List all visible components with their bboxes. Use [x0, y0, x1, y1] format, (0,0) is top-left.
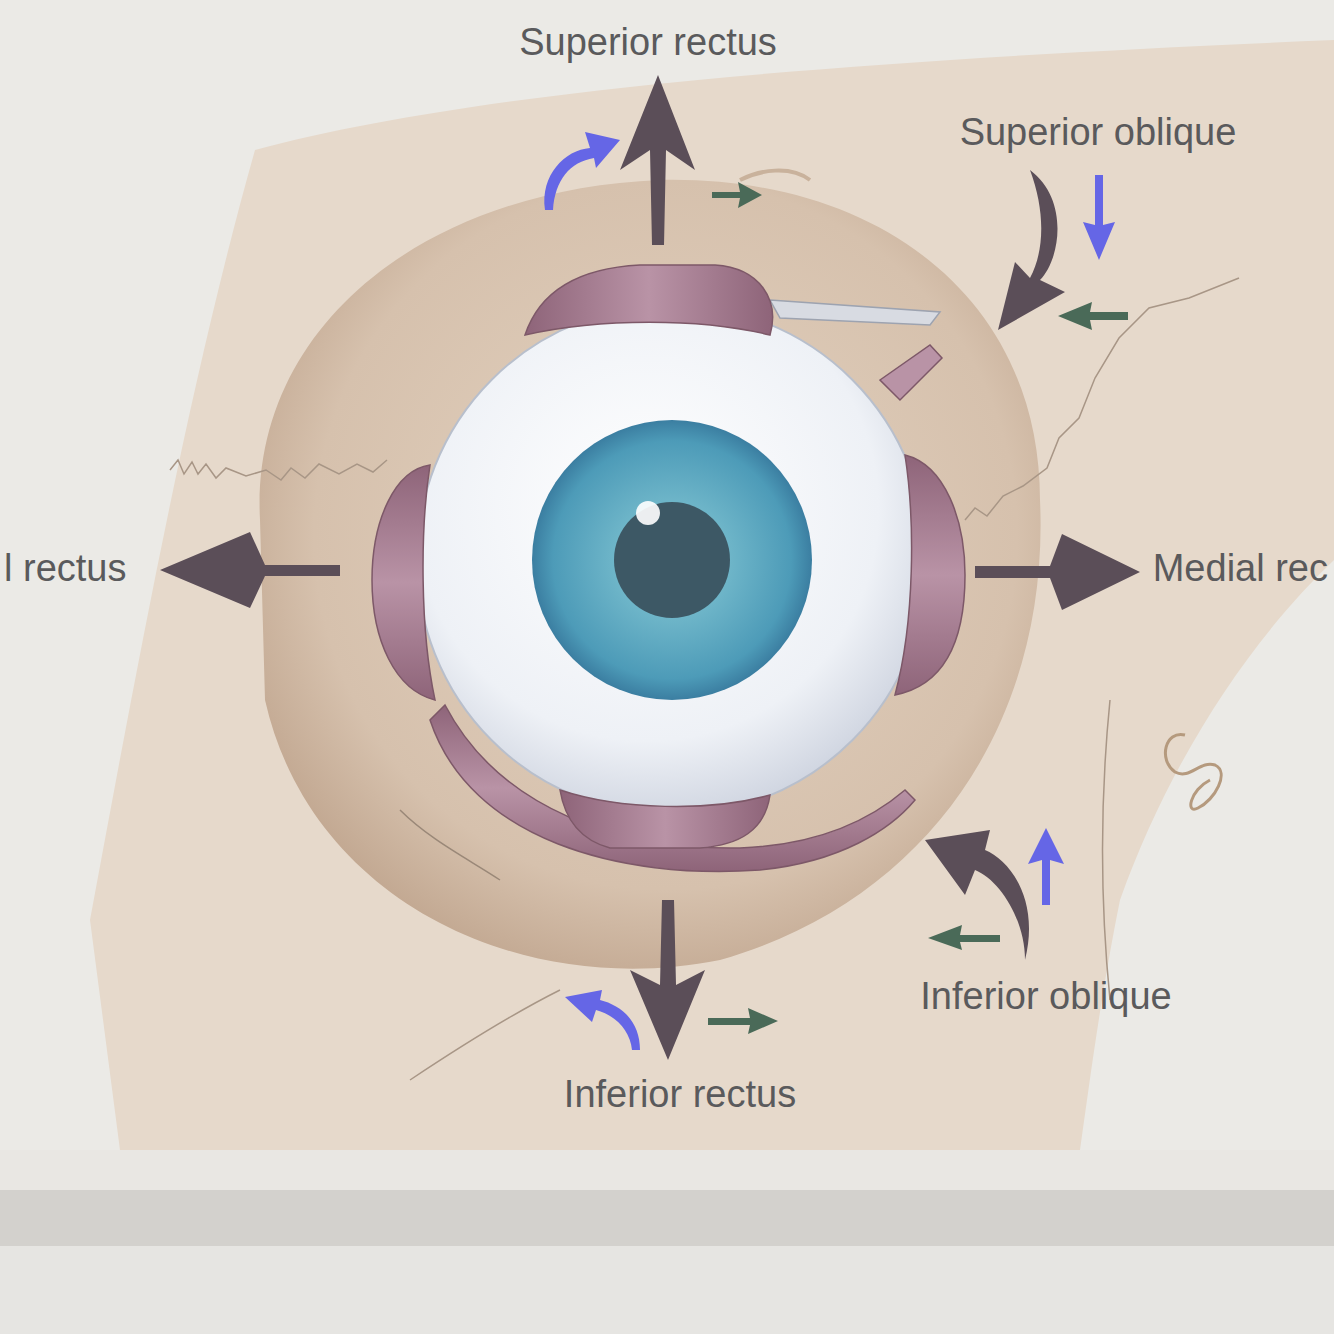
suture-line	[1103, 700, 1111, 1000]
artist-signature	[1165, 734, 1221, 809]
adduction-small-arrow	[708, 1008, 778, 1034]
elevation-arrow	[620, 75, 695, 245]
muscle-label: Medial rec	[1153, 548, 1328, 590]
curved-arrow	[998, 170, 1065, 330]
lateral-rectus-muscle	[372, 465, 435, 700]
depression-small-arrow	[1083, 175, 1115, 260]
muscle-label: Inferior oblique	[920, 976, 1171, 1018]
fissure-line	[400, 810, 500, 880]
suture-line	[170, 460, 387, 480]
eyeball	[417, 305, 927, 815]
muscle-label: Inferior rectus	[564, 1074, 796, 1116]
inferior-rectus-muscle	[560, 790, 770, 848]
action-arrows	[160, 75, 1140, 1060]
elevation-small-arrow	[1028, 828, 1064, 905]
superior-oblique-muscle	[880, 345, 942, 400]
abduction-small-arrow	[1058, 302, 1128, 330]
depression-arrow	[630, 900, 705, 1060]
suture-line	[410, 990, 560, 1080]
pupil	[614, 502, 730, 618]
torsion-arrows	[544, 132, 1115, 1050]
intorsion-arrow	[544, 132, 620, 210]
supraorbital-notch	[740, 171, 810, 180]
highlight	[636, 501, 660, 525]
skull-bone	[90, 40, 1334, 1150]
muscle-label: Superior oblique	[960, 112, 1237, 154]
screen-bar	[0, 1190, 1334, 1246]
orbit	[260, 180, 1041, 969]
abduction-arrow	[160, 532, 340, 608]
superior-oblique-tendon	[770, 300, 940, 325]
muscle-label: Superior rectus	[519, 22, 777, 64]
adduction-small-arrow	[712, 182, 762, 208]
muscle-label: l rectus	[4, 548, 126, 590]
iris	[532, 420, 812, 700]
abduction-small-arrows	[708, 182, 1128, 1034]
extorsion-arrow	[565, 990, 640, 1050]
medial-rectus-muscle	[895, 455, 965, 695]
curved-arrow	[925, 830, 1029, 960]
abduction-small-arrow	[928, 925, 1000, 950]
superior-rectus-muscle	[525, 265, 773, 335]
screen-panel	[0, 1150, 1334, 1190]
screen-panel	[0, 1246, 1334, 1334]
adduction-arrow	[975, 534, 1140, 610]
